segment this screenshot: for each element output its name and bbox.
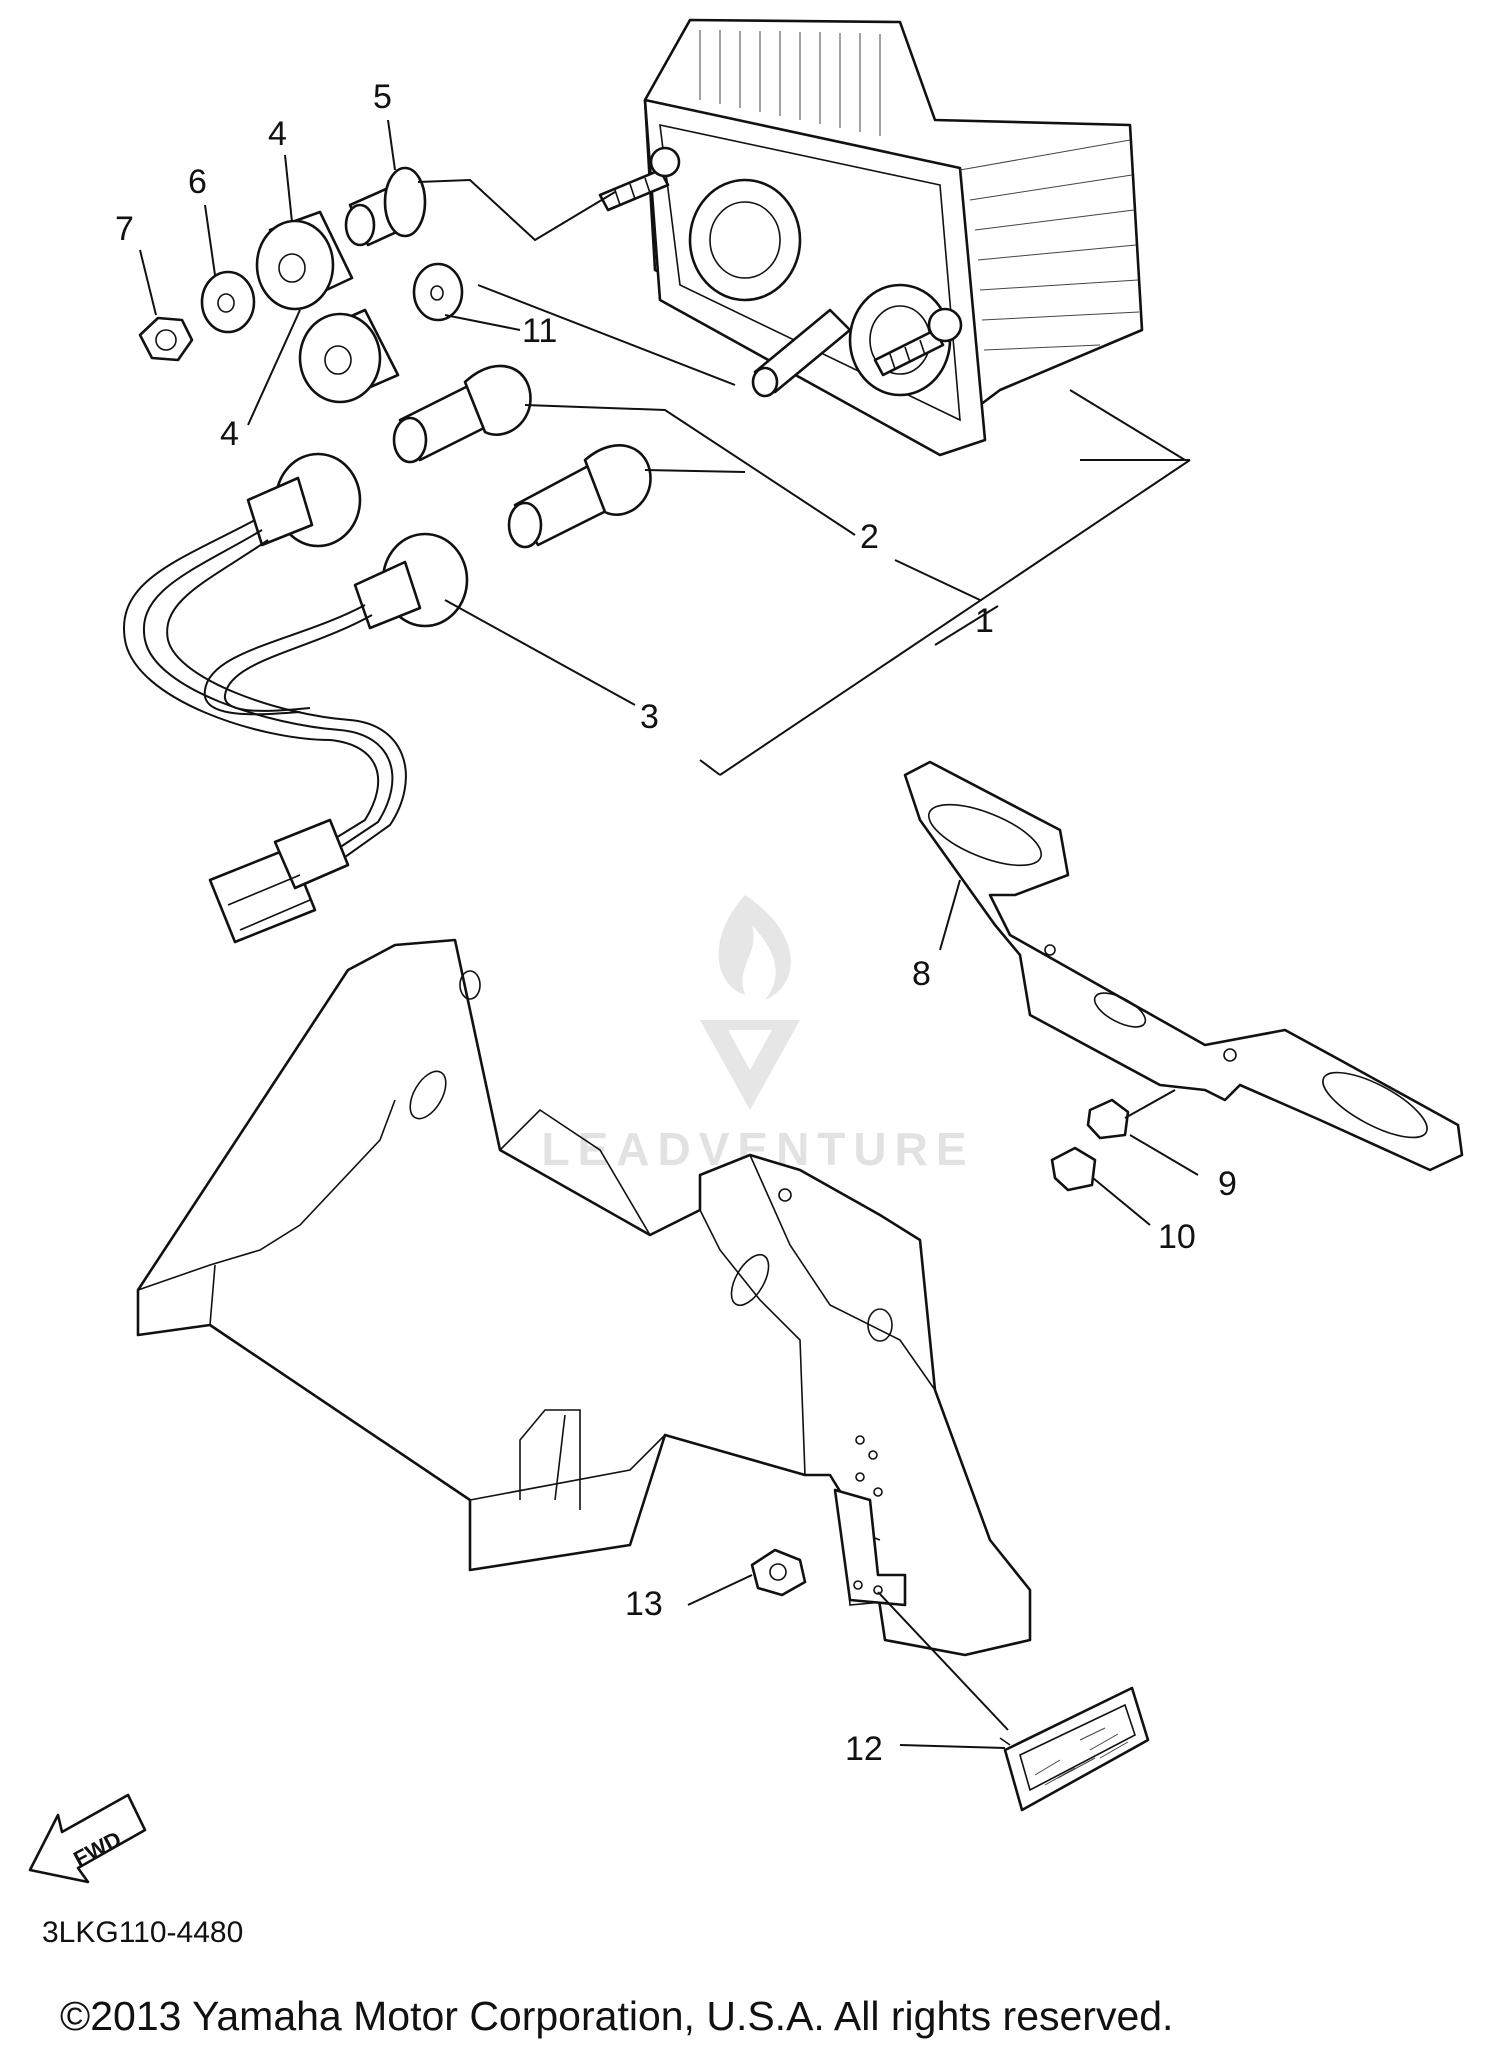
flange-nut-part-13: [750, 1548, 807, 1597]
rear-fender-bracket: [136, 938, 1032, 1657]
grommet-part-4-upper: [255, 210, 354, 311]
callout-12: 12: [845, 1730, 883, 1768]
callout-labels: 7 6 4 5 11 4 2 1 3 8 9 10 13 12: [115, 78, 1237, 1768]
callout-7: 7: [115, 210, 134, 248]
callout-5: 5: [373, 78, 392, 116]
callout-11: 11: [522, 312, 557, 350]
callout-2: 2: [860, 518, 879, 556]
license-bracket-part-8: [903, 760, 1464, 1172]
copyright-notice: ©2013 Yamaha Motor Corporation, U.S.A. A…: [60, 1993, 1173, 2039]
callout-6: 6: [188, 163, 207, 201]
clip-nut-part-9: [1086, 1098, 1130, 1140]
callout-3: 3: [640, 698, 659, 736]
callout-13: 13: [625, 1585, 663, 1623]
watermark-logo: LEADVENTURE: [541, 895, 967, 1175]
leader-lines: [139, 119, 1199, 1749]
clip-nut-part-10: [1050, 1146, 1097, 1192]
washer-part-11: [412, 262, 464, 322]
callout-4-upper: 4: [268, 115, 287, 153]
callout-10: 10: [1158, 1218, 1196, 1256]
callout-4-lower: 4: [220, 415, 239, 453]
taillight-housing: [598, 18, 1144, 457]
diagram-code: 3LKG110-4480: [42, 1916, 243, 1949]
washer-part-6: [200, 270, 256, 334]
callout-8: 8: [912, 955, 931, 993]
nut-part-7: [138, 316, 194, 362]
bulb-part-2-lower: [507, 444, 652, 549]
reflector-bracket-plate: [833, 1488, 907, 1607]
callout-1: 1: [975, 602, 994, 640]
grommet-part-4-lower: [298, 308, 400, 404]
callout-9: 9: [1218, 1165, 1237, 1203]
reflector-part-12: [999, 1686, 1150, 1812]
socket-harness-part-3: [122, 452, 469, 944]
bulb-part-2-upper: [392, 364, 532, 464]
collar-part-5: [344, 166, 427, 247]
fwd-arrow: FWD: [28, 1793, 147, 1884]
